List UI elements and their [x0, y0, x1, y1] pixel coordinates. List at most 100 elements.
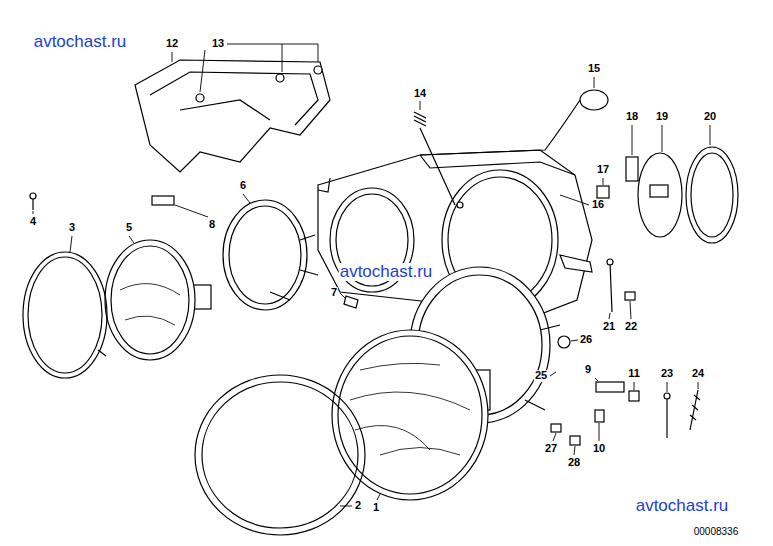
small-lamp-unit [105, 240, 211, 360]
callout-number: 8 [208, 219, 216, 231]
drawing-line [551, 424, 561, 432]
drawing-line [626, 157, 638, 181]
callout-number: 25 [534, 370, 548, 382]
drawing-line [650, 185, 668, 197]
callout-number: 6 [239, 180, 247, 192]
drawing-line [603, 178, 604, 185]
drawing-line [667, 382, 668, 392]
callout-number: 10 [592, 443, 606, 455]
drawing-line [420, 101, 421, 110]
watermark: avtochast.ru [339, 263, 434, 281]
drawing-line [150, 72, 318, 125]
drawing-number: 00008336 [693, 527, 740, 538]
drawing-line [200, 44, 318, 92]
callout-number: 4 [29, 216, 37, 228]
watermark: avtochast.ru [635, 497, 730, 515]
drawing-line [111, 246, 189, 354]
watermark: avtochast.ru [33, 33, 128, 51]
drawing-line [30, 193, 36, 199]
drawing-line [525, 325, 560, 410]
drawing-line [340, 506, 352, 507]
callout-number: 15 [587, 63, 601, 75]
callout-number: 11 [627, 368, 641, 380]
drawing-line [686, 147, 738, 243]
drawing-line [120, 284, 180, 325]
drawing-line [172, 52, 173, 62]
drawing-line [632, 125, 633, 155]
drawing-line [574, 446, 575, 455]
drawing-line [638, 153, 682, 237]
callout-number: 16 [591, 199, 605, 211]
drawing-line [553, 433, 556, 441]
drawing-line [23, 252, 107, 378]
callout-number: 19 [655, 111, 669, 123]
callout-number: 1 [372, 502, 380, 514]
drawing-line [223, 200, 307, 310]
drawing-line [607, 259, 613, 265]
callout-number: 26 [579, 334, 593, 346]
drawing-line [243, 194, 250, 203]
drawing-line [377, 494, 380, 500]
callout-number: 27 [544, 443, 558, 455]
drawing-line [595, 410, 604, 422]
drawing-line [229, 206, 301, 304]
drawing-line [560, 195, 589, 205]
drawing-line [318, 178, 330, 192]
drawing-line [662, 125, 663, 152]
drawing-line [550, 372, 556, 376]
drawing-line [690, 390, 700, 430]
drawing-line [202, 382, 358, 528]
drawing-line [28, 257, 102, 373]
drawing-line [580, 90, 608, 110]
drawing-line [276, 74, 284, 82]
callout-number: 7 [330, 287, 338, 299]
drawing-line [625, 292, 635, 300]
callout-number: 5 [125, 222, 133, 234]
drawing-line [609, 313, 610, 319]
drawing-line [196, 94, 204, 102]
callout-number: 20 [703, 111, 717, 123]
adjusting-ring [223, 200, 318, 310]
drawing-line [175, 205, 208, 217]
drawing-line [666, 396, 667, 438]
callout-number: 17 [596, 164, 610, 176]
callout-number: 24 [691, 368, 705, 380]
trim-ring [195, 375, 365, 535]
drawing-line [457, 202, 463, 208]
housing-cover [135, 60, 330, 172]
callout-number: 2 [354, 500, 362, 512]
drawing-line [596, 382, 624, 392]
drawing-line [570, 436, 580, 445]
drawing-line [129, 236, 134, 243]
drawing-line [698, 382, 699, 389]
drawing-line [70, 236, 72, 252]
drawing-line [33, 211, 34, 214]
drawing-line [634, 382, 635, 390]
callout-number: 14 [413, 88, 427, 100]
callout-number: 9 [584, 364, 592, 376]
drawing-line [691, 153, 733, 237]
drawing-line [195, 375, 365, 535]
drawing-line [420, 100, 580, 155]
callout-number: 23 [660, 368, 674, 380]
drawing-line [571, 340, 578, 341]
drawing-line [135, 60, 330, 172]
drawing-line [599, 423, 600, 441]
drawing-line [710, 125, 711, 145]
drawing-line [595, 378, 598, 381]
small-parts [30, 90, 738, 445]
drawing-line [630, 301, 631, 319]
small-trim-ring [23, 252, 107, 378]
callout-number: 13 [211, 38, 225, 50]
leader-lines [33, 44, 710, 506]
callout-number: 22 [624, 321, 638, 333]
drawing-line [152, 196, 174, 205]
callout-number: 18 [625, 111, 639, 123]
drawing-line [610, 262, 612, 312]
drawing-line [664, 393, 670, 399]
drawing-line [594, 77, 595, 88]
drawing-line [350, 363, 470, 455]
drawing-line [629, 391, 639, 401]
callout-number: 28 [567, 457, 581, 469]
